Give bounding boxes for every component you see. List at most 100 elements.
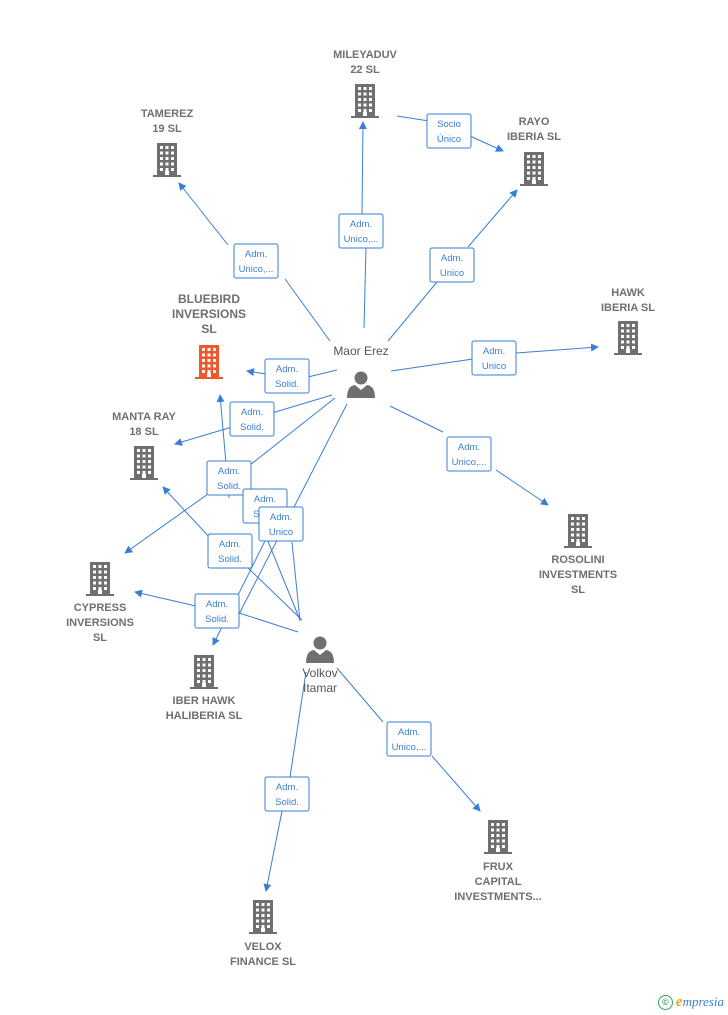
company-building-icon xyxy=(484,820,512,854)
relation-text: Solid. xyxy=(217,481,241,492)
relation-label[interactable]: Adm. Unico,... xyxy=(446,436,492,472)
edge-15 xyxy=(389,405,444,433)
company-label: MILEYADUV xyxy=(333,49,397,61)
relation-box[interactable] xyxy=(264,358,310,394)
company-label: SL xyxy=(201,322,216,336)
edge-1 xyxy=(396,115,430,122)
relation-label[interactable]: Adm.Unico,... xyxy=(233,243,279,279)
relation-text: Adm. xyxy=(254,494,276,505)
relation-label[interactable]: Adm.Unico xyxy=(429,247,475,283)
edge-10 xyxy=(515,343,599,354)
company-label: INVESTMENTS xyxy=(539,569,617,581)
edge-8 xyxy=(467,189,518,248)
relation-box[interactable] xyxy=(258,506,304,542)
relation-box[interactable] xyxy=(429,247,475,283)
copyright-icon: © xyxy=(657,995,673,1010)
company-label: 19 SL xyxy=(152,123,182,135)
company-building-icon xyxy=(614,321,642,355)
relation-label[interactable]: Adm. Solid. xyxy=(206,460,252,496)
relation-label[interactable]: Adm.Solid. xyxy=(264,358,310,394)
company-label: INVESTMENTS... xyxy=(454,891,541,903)
edge-22 xyxy=(291,541,301,622)
company-label: CYPRESS xyxy=(74,602,127,614)
edge-9 xyxy=(390,358,474,372)
company-node-frux[interactable]: FRUXCAPITALINVESTMENTS... xyxy=(454,820,542,903)
company-label: SL xyxy=(571,584,585,596)
relation-text: Unico,... xyxy=(239,264,274,275)
relation-label[interactable]: Adm. Solid. xyxy=(229,401,275,437)
footer-brand: © empresia xyxy=(657,994,724,1011)
edge-7 xyxy=(387,281,438,342)
relation-text: Adm. xyxy=(218,466,240,477)
company-label: MANTA RAY xyxy=(112,411,176,423)
relation-box[interactable] xyxy=(338,213,384,249)
edge-14 xyxy=(174,426,233,446)
relation-box[interactable] xyxy=(264,776,310,812)
company-building-icon xyxy=(130,446,158,480)
relation-label[interactable]: Adm.Unico,... xyxy=(386,721,432,757)
person-node-maor[interactable]: Maor Erez xyxy=(333,344,389,398)
relation-label[interactable]: Adm.Solid. xyxy=(207,533,253,569)
relation-text: Único xyxy=(437,134,461,145)
edge-3 xyxy=(363,247,367,329)
edge-12 xyxy=(246,368,267,377)
relation-label[interactable]: Adm.Unico,... xyxy=(338,213,384,249)
company-building-icon xyxy=(86,562,114,596)
relation-text: Solid. xyxy=(275,797,299,808)
company-label: INVERSIONS xyxy=(172,307,246,321)
company-building-icon xyxy=(153,143,181,177)
relation-box[interactable] xyxy=(207,533,253,569)
edge-5 xyxy=(284,278,331,342)
relation-text: Adm. xyxy=(458,442,480,453)
relation-box[interactable] xyxy=(386,721,432,757)
person-label: Volkov xyxy=(302,666,337,680)
edge-29 xyxy=(431,755,481,812)
relation-box[interactable] xyxy=(471,340,517,376)
edge-2 xyxy=(469,135,504,152)
relation-box[interactable] xyxy=(206,460,252,496)
company-label: HAWK xyxy=(611,287,645,299)
edge-26 xyxy=(134,589,197,607)
relation-text: Adm. xyxy=(241,407,263,418)
company-label: HALIBERIA SL xyxy=(166,710,243,722)
edge-13 xyxy=(271,394,333,414)
relation-text: Unico xyxy=(440,268,464,279)
relation-label[interactable]: Adm.Solid. xyxy=(194,593,240,629)
relation-text: Adm. xyxy=(206,599,228,610)
edge-24 xyxy=(162,486,211,539)
relation-box[interactable] xyxy=(233,243,279,279)
company-node-hawk[interactable]: HAWK IBERIA SL xyxy=(601,287,655,355)
company-label: IBERIA SL xyxy=(601,302,655,314)
relation-text: Unico,... xyxy=(452,457,487,468)
company-label: RAYO xyxy=(519,116,550,128)
company-focus-icon xyxy=(195,345,223,379)
brand-logo[interactable]: empresia xyxy=(676,994,724,1011)
relation-text: Unico xyxy=(269,527,293,538)
relation-text: Solid. xyxy=(240,422,264,433)
brand-initial: e xyxy=(675,994,683,1010)
relation-box[interactable] xyxy=(426,113,472,149)
relation-box[interactable] xyxy=(194,593,240,629)
edge-25 xyxy=(238,612,299,633)
relation-box[interactable] xyxy=(446,436,492,472)
company-label: FINANCE SL xyxy=(230,956,296,968)
edge-23 xyxy=(245,565,303,621)
relation-label[interactable]: Adm.Unico xyxy=(471,340,517,376)
relation-box[interactable] xyxy=(229,401,275,437)
relation-label[interactable]: Adm.Unico xyxy=(258,506,304,542)
brand-name: mpresia xyxy=(682,994,724,1009)
relation-label[interactable]: Adm.Solid. xyxy=(264,776,310,812)
